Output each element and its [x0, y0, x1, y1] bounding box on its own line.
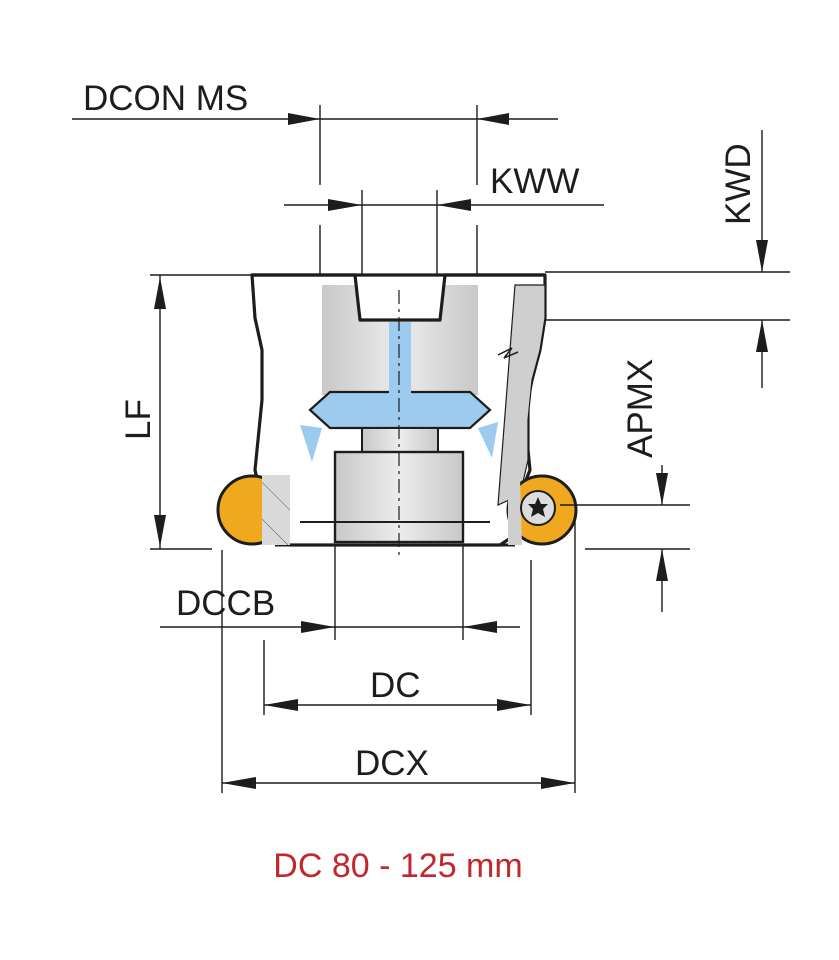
dim-dc [263, 560, 532, 715]
dim-dcon-ms [72, 105, 558, 185]
label-kwd: KWD [719, 143, 758, 225]
label-dccb: DCCB [176, 584, 275, 623]
torx-star-icon [528, 497, 548, 517]
diameter-range-caption: DC 80 - 125 mm [273, 847, 522, 885]
insert-right-cover [508, 478, 522, 545]
cutter-body [250, 273, 547, 547]
label-apmx: APMX [621, 359, 660, 458]
dim-apmx [560, 465, 690, 612]
dim-kww [284, 190, 604, 275]
label-dcon-ms: DCON MS [83, 79, 248, 118]
round-inserts [216, 474, 578, 546]
label-dcx: DCX [355, 744, 429, 783]
dim-kwd [545, 130, 790, 388]
coolant-outlet-right [478, 422, 498, 458]
coolant-channel [308, 390, 492, 430]
break-mark [497, 347, 519, 359]
pilot-step [361, 427, 439, 453]
dim-dccb [160, 545, 520, 640]
label-lf: LF [119, 399, 158, 440]
coolant-outlet-left [300, 425, 322, 462]
dim-lf [150, 274, 252, 550]
label-dc: DC [370, 666, 421, 705]
dim-dcx [221, 520, 576, 793]
keyway-slot [252, 273, 545, 322]
insert-left-cover [262, 475, 290, 545]
label-kww: KWW [490, 162, 579, 201]
flute-face [497, 284, 546, 506]
coolant-bore [389, 322, 411, 394]
